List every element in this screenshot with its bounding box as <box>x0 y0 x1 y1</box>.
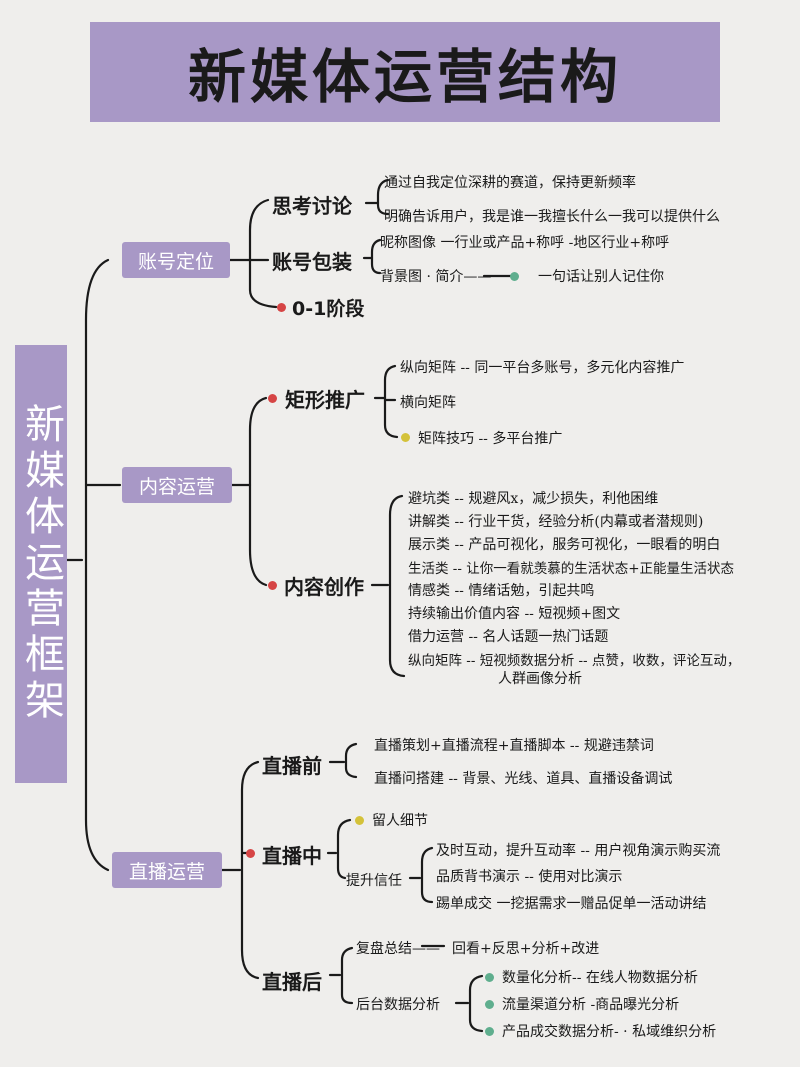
backend-item-3: 产品成交数据分析- · 私域维织分析 <box>502 1024 717 1040</box>
green-dot-icon <box>510 272 519 281</box>
backend-item-1: 数量化分析-- 在线人物数据分析 <box>502 970 698 986</box>
create-item-4: 生活类 -- 让你一看就羡慕的生活状态+正能量生活状态 <box>408 561 735 577</box>
branch-account-label: 账号定位 <box>137 250 214 273</box>
node-matrix: 矩形推广 <box>285 388 365 412</box>
yellow-dot-icon <box>355 816 364 825</box>
before-item-1: 直播策划+直播流程+直播脚本 -- 规避违禁词 <box>374 738 654 754</box>
create-item-5: 情感类 -- 情绪话勉，引起共鸣 <box>408 583 595 599</box>
create-item-9: 人群画像分析 <box>498 671 582 687</box>
green-dot-icon <box>485 973 494 982</box>
vertical-title: 新媒体运营框架 <box>18 403 64 725</box>
node-after: 直播后 <box>262 970 322 994</box>
branch-content-label: 内容运营 <box>138 475 215 498</box>
vertical-title-box: 新媒体运营框架 <box>15 345 67 783</box>
branch-content: 内容运营 <box>122 467 232 503</box>
red-dot-icon <box>246 849 255 858</box>
before-item-2: 直播问搭建 -- 背景、光线、道具、直播设备调试 <box>374 771 673 787</box>
think-item-2: 明确告诉用户，我是谁一我擅长什么一我可以提供什么 <box>384 209 720 225</box>
red-dot-icon <box>268 394 277 403</box>
page-title: 新媒体运营结构 <box>187 43 622 111</box>
green-dot-icon <box>485 1027 494 1036</box>
create-item-2: 讲解类 -- 行业干货，经验分析(内幕或者潜规则) <box>408 514 704 530</box>
yellow-dot-icon <box>401 433 410 442</box>
pack-item-2: 背景图 · 简介—— <box>380 269 492 285</box>
think-item-1: 通过自我定位深耕的赛道，保持更新频率 <box>384 175 636 191</box>
node-create: 内容创作 <box>284 575 364 599</box>
branch-live-label: 直播运营 <box>128 860 205 883</box>
node-pack: 账号包装 <box>272 250 352 274</box>
create-item-1: 避坑类 -- 规避风ⅹ，减少损失，利他困维 <box>408 491 659 507</box>
red-dot-icon <box>277 303 286 312</box>
branch-live: 直播运营 <box>112 852 222 888</box>
pack-item-1: 昵称图像 一行业或产品+称呼 -地区行业+称呼 <box>380 235 670 251</box>
create-item-8: 纵向矩阵 -- 短视频数据分析 -- 点赞，收数，评论互动， <box>408 653 741 669</box>
create-item-3: 展示类 -- 产品可视化，服务可视化，一眼看的明白 <box>408 537 721 553</box>
node-before: 直播前 <box>262 754 322 778</box>
pack-item-3: 一句话让别人记住你 <box>538 269 664 285</box>
trust-item-3: 踢单成交 一挖据需求一赠品促单一活动讲结 <box>436 896 707 912</box>
after-review: 复盘总结—— <box>356 941 440 957</box>
create-item-6: 持续输出价值内容 -- 短视频+图文 <box>408 606 621 622</box>
green-dot-icon <box>485 1000 494 1009</box>
node-think: 思考讨论 <box>272 194 352 218</box>
branch-account: 账号定位 <box>122 242 230 278</box>
trust-item-1: 及时互动，提升互动率 -- 用户视角演示购买流 <box>436 843 721 859</box>
after-review-text: 回看+反思+分析+改进 <box>452 941 600 957</box>
matrix-item-2: 横向矩阵 <box>400 395 456 411</box>
backend-item-2: 流量渠道分析 -商品曝光分析 <box>502 997 680 1013</box>
title-banner: 新媒体运营结构 <box>90 22 720 122</box>
red-dot-icon <box>268 581 277 590</box>
matrix-item-3: 矩阵技巧 -- 多平台推广 <box>418 431 563 447</box>
trust-item-2: 品质背书演示 -- 使用对比演示 <box>436 869 623 885</box>
node-stage: 0-1阶段 <box>292 298 365 320</box>
create-item-7: 借力运营 -- 名人话题一热门话题 <box>408 629 609 645</box>
matrix-item-1: 纵向矩阵 -- 同一平台多账号，多元化内容推广 <box>400 360 685 376</box>
during-detail: 留人细节 <box>372 813 428 829</box>
during-trust: 提升信任 <box>346 873 402 889</box>
after-backend: 后台数据分析 <box>356 997 440 1013</box>
node-during: 直播中 <box>262 844 322 868</box>
